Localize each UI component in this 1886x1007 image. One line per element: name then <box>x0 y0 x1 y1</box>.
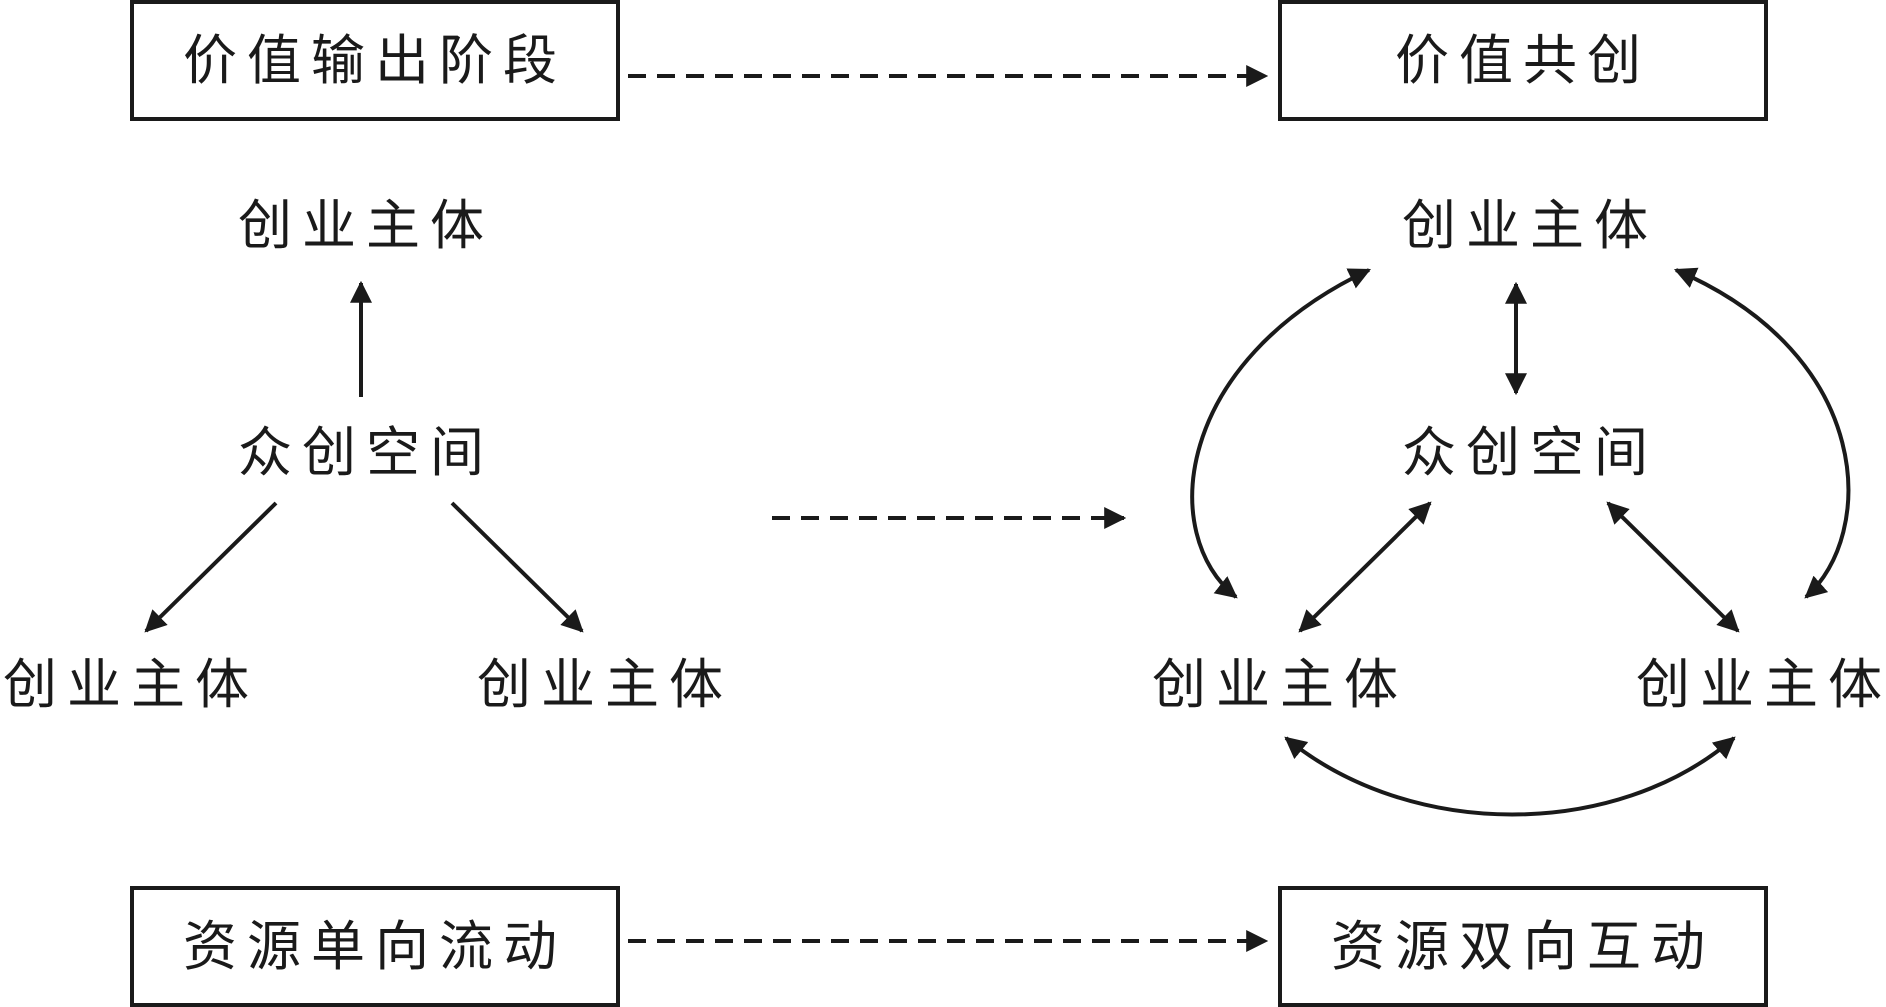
arrow-hub-right-bidirectional <box>1606 501 1740 633</box>
value-co-creation-box: 价值共创 <box>1278 0 1768 121</box>
arrow-hub-left-bidirectional <box>1298 501 1432 633</box>
value-output-stage-box: 价值输出阶段 <box>130 0 620 121</box>
right-bottom-left-entrepreneur-node: 创业主体 <box>1152 653 1408 716</box>
left-top-entrepreneur-node: 创业主体 <box>238 194 494 257</box>
right-top-entrepreneur-node: 创业主体 <box>1402 194 1658 257</box>
one-way-resource-flow-label: 资源单向流动 <box>183 914 567 978</box>
one-way-resource-flow-box: 资源单向流动 <box>130 886 620 1007</box>
right-maker-space-node: 众创空间 <box>1402 421 1658 484</box>
arrow-hub-to-left-subject <box>144 501 278 633</box>
arc-left-to-right-bidirectional <box>1284 736 1736 817</box>
left-bottom-right-entrepreneur-node: 创业主体 <box>477 653 733 716</box>
arc-top-to-left-bidirectional <box>1190 268 1371 599</box>
left-maker-space-node: 众创空间 <box>238 421 494 484</box>
arrow-hub-to-right-subject <box>450 501 584 633</box>
value-output-stage-label: 价值输出阶段 <box>183 28 567 92</box>
two-way-resource-interaction-box: 资源双向互动 <box>1278 886 1768 1007</box>
value-co-creation-label: 价值共创 <box>1395 28 1651 92</box>
arc-top-to-right-bidirectional <box>1673 267 1851 599</box>
two-way-resource-interaction-label: 资源双向互动 <box>1331 914 1715 978</box>
left-bottom-left-entrepreneur-node: 创业主体 <box>3 653 259 716</box>
right-bottom-right-entrepreneur-node: 创业主体 <box>1636 653 1886 716</box>
